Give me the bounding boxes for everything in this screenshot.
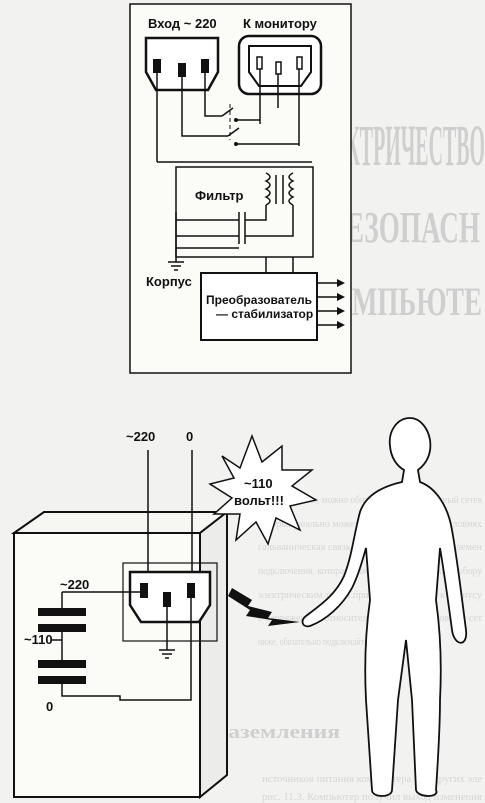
filter-label: Фильтр xyxy=(195,188,244,203)
converter-label-line1: Преобразователь xyxy=(206,293,312,307)
input-label: Вход ~ 220 xyxy=(148,16,217,31)
wire-label-220: ~220 xyxy=(126,429,155,444)
converter-stabilizer-block: Преобразователь — стабилизатор xyxy=(200,272,318,341)
shout-bubble: ~110 вольт!!! xyxy=(208,433,319,546)
power-supply-diagram: Вход ~ 220 К монитору xyxy=(129,3,352,374)
converter-output-arrows xyxy=(317,279,345,329)
power-switch xyxy=(221,104,240,146)
monitor-socket xyxy=(237,34,323,96)
choke-coil-icon xyxy=(264,172,295,206)
cap-label-220: ~220 xyxy=(60,577,89,592)
ground-icon xyxy=(168,248,184,271)
case-ground-icon xyxy=(159,649,175,659)
bubble-text-110: ~110 xyxy=(244,476,273,491)
filter-capacitor-icon xyxy=(176,212,249,244)
electric-spark-icon xyxy=(228,588,300,626)
converter-label-line2: — стабилизатор xyxy=(216,307,313,321)
socket-wiring xyxy=(156,69,312,163)
case-label: Корпус xyxy=(146,274,192,289)
input-socket xyxy=(144,36,220,92)
ungrounded-case-diagram: ~220 0 ~220 ~110 0 xyxy=(10,417,467,800)
bubble-text-volts: вольт!!! xyxy=(234,493,284,508)
cap-label-110: ~110 xyxy=(24,632,53,647)
case-power-socket xyxy=(122,562,218,642)
computer-case xyxy=(10,509,230,800)
wire-label-zero: 0 xyxy=(186,429,193,444)
cap-label-zero: 0 xyxy=(46,699,53,714)
filter-block: Фильтр xyxy=(175,166,314,258)
person-figure xyxy=(301,417,467,797)
monitor-label: К монитору xyxy=(243,16,318,31)
capacitor-divider: ~220 ~110 0 xyxy=(24,577,192,714)
